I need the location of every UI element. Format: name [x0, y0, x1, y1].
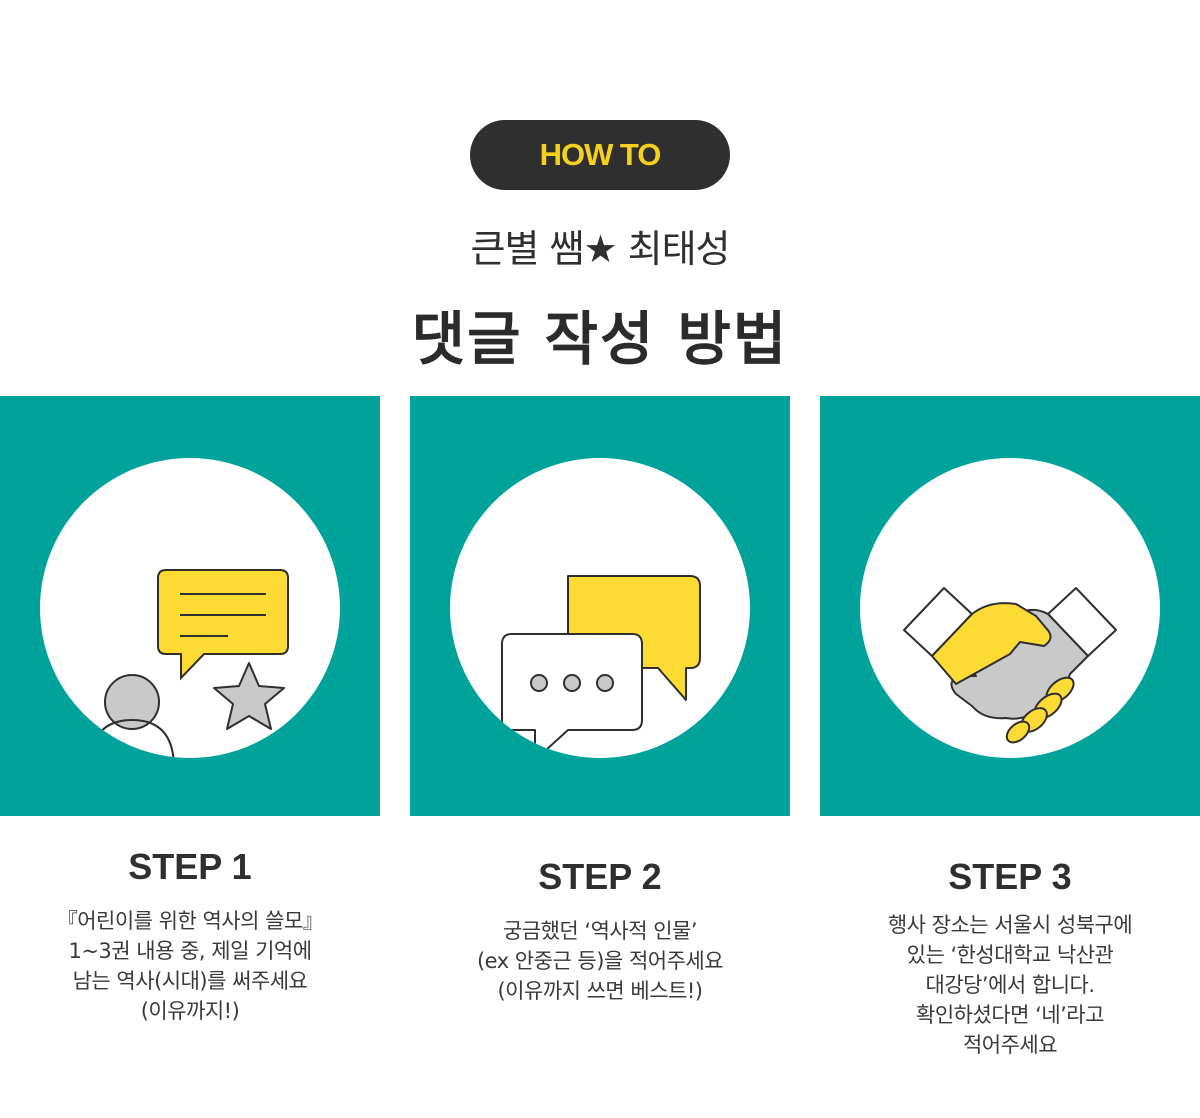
person-speech-star-icon — [89, 569, 289, 758]
step-3-panel — [820, 396, 1200, 816]
step-1-description: 『어린이를 위한 역사의 쓸모』 1~3권 내용 중, 제일 기억에 남는 역사… — [0, 906, 380, 1026]
step-1-line: 『어린이를 위한 역사의 쓸모』 — [56, 909, 324, 933]
how-to-label: HOW TO — [539, 137, 662, 172]
handshake-icon — [903, 587, 1117, 744]
step-3-icon-circle — [860, 458, 1160, 758]
how-to-badge: HOW TO — [470, 120, 730, 190]
step-1-line: 1~3권 내용 중, 제일 기억에 — [68, 939, 312, 963]
step-1-panel — [0, 396, 380, 816]
step-2-line: (ex 안중근 등)을 적어주세요 — [476, 949, 724, 973]
step-2-title: STEP 2 — [538, 856, 662, 897]
step-3-line: 적어주세요 — [962, 1033, 1058, 1057]
page-subtitle: 큰별 쌤★ 최태성 — [470, 227, 731, 271]
step-2-line: (이유까지 쓰면 베스트!) — [497, 979, 703, 1003]
step-3-title: STEP 3 — [948, 856, 1072, 897]
step-2-description: 궁금했던 ‘역사적 인물’ (ex 안중근 등)을 적어주세요 (이유까지 쓰면… — [410, 916, 790, 1006]
step-2-panel — [410, 396, 790, 816]
chat-bubbles-icon — [501, 575, 701, 758]
step-3-line: 행사 장소는 서울시 성북구에 — [887, 913, 1133, 937]
step-1-icon-circle — [40, 458, 340, 758]
step-3-line: 대강당’에서 합니다. — [925, 973, 1095, 997]
page-title: 댓글 작성 방법 — [411, 305, 789, 373]
step-2-line: 궁금했던 ‘역사적 인물’ — [502, 919, 698, 943]
step-3-line: 있는 ‘한성대학교 낙산관 — [906, 943, 1114, 967]
step-3-line: 확인하셨다면 ‘네’라고 — [916, 1003, 1104, 1027]
step-2-icon-circle — [450, 458, 750, 758]
step-3-description: 행사 장소는 서울시 성북구에 있는 ‘한성대학교 낙산관 대강당’에서 합니다… — [820, 910, 1200, 1060]
step-1-line: (이유까지!) — [140, 999, 240, 1023]
step-1-title: STEP 1 — [128, 846, 252, 887]
step-1-line: 남는 역사(시대)를 써주세요 — [72, 969, 308, 993]
